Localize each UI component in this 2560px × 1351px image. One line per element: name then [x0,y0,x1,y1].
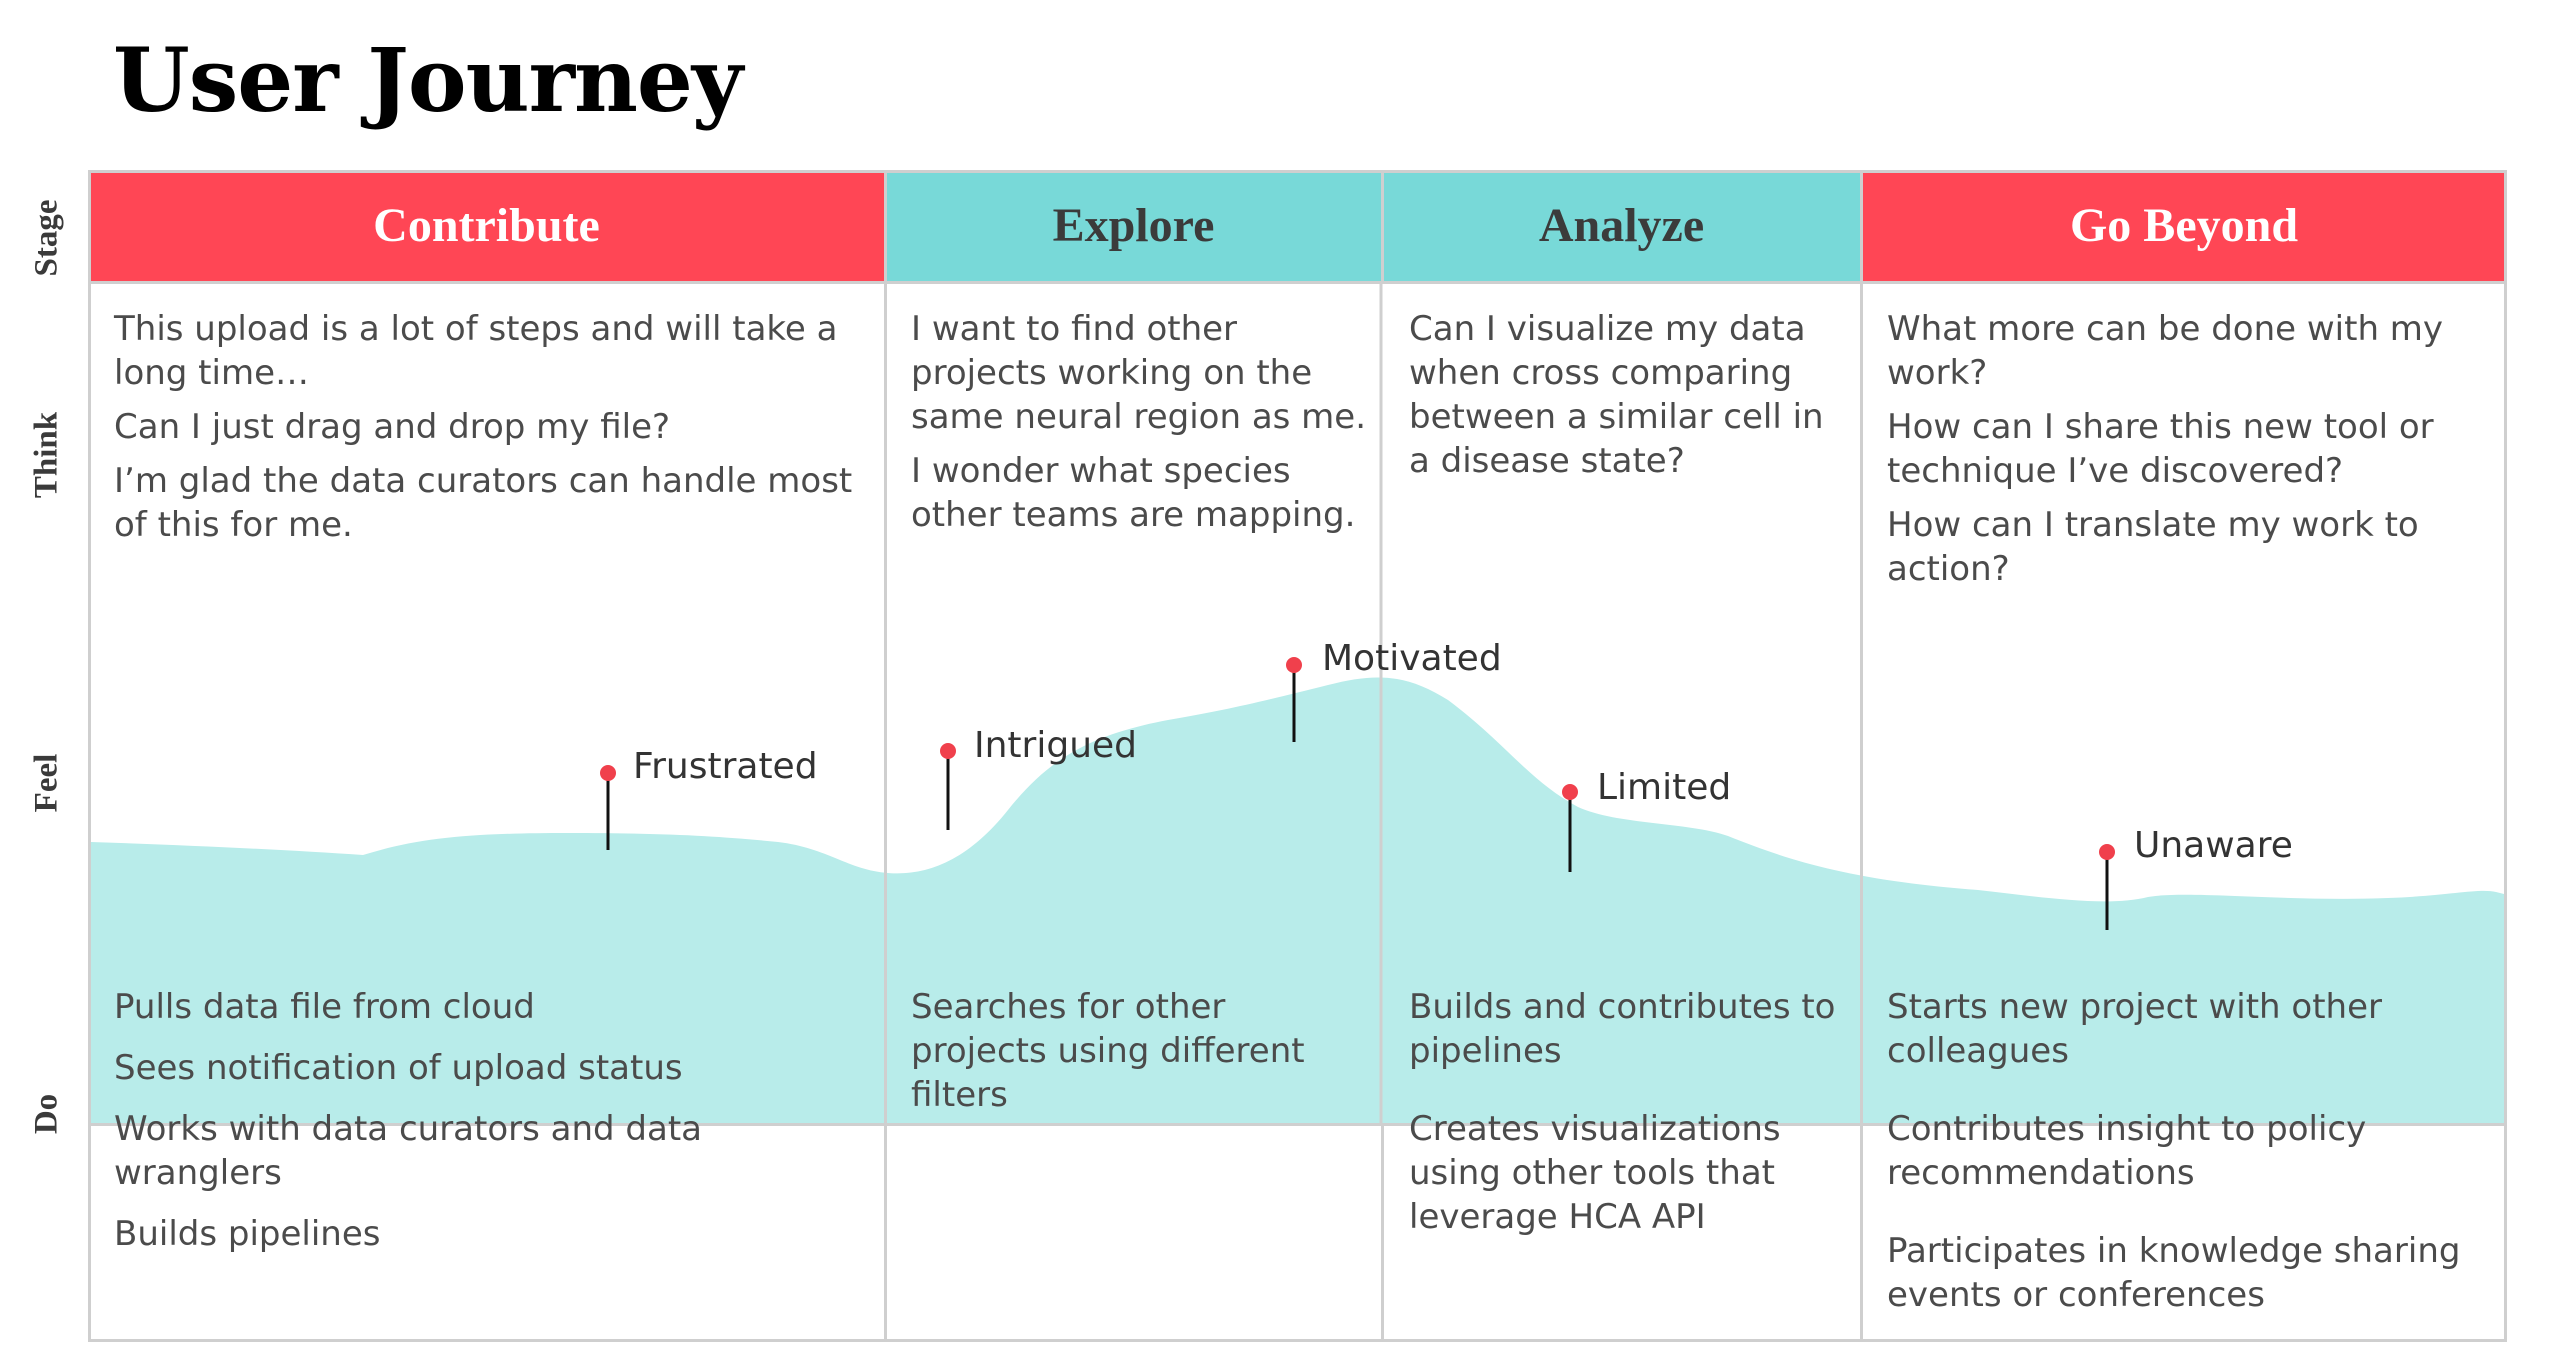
journey-board: Contribute Explore Analyze Go Beyond Fru… [88,170,2507,1342]
marker-intrigued [940,743,956,830]
feel-label-frustrated: Frustrated [633,746,818,787]
feel-label-unaware: Unaware [2134,825,2293,866]
feel-area [91,677,2504,1123]
do-contribute: Pulls data file from cloud Sees notifica… [114,987,702,1254]
stage-go-beyond: Go Beyond [1861,170,2507,281]
column-divider-3 [1860,170,1863,1342]
do-go-beyond: Starts new project with other colleagues… [1887,987,2461,1315]
marker-motivated [1286,657,1302,742]
stage-analyze: Analyze [1382,170,1861,281]
column-divider-1 [884,170,887,1342]
do-explore: Searches for other projects using differ… [911,987,1305,1115]
feel-label-limited: Limited [1597,767,1732,808]
marker-limited [1562,784,1578,872]
stage-contribute: Contribute [88,170,885,281]
column-divider-2-head [1381,170,1384,281]
feel-label-intrigued: Intrigued [974,725,1138,766]
feel-curve [91,281,2504,1123]
feel-label-motivated: Motivated [1322,638,1502,679]
do-analyze: Builds and contributes to pipelines Crea… [1409,987,1836,1237]
think-analyze: Can I visualize my data when cross compa… [1409,309,1824,481]
page-title: User Journey [113,28,743,132]
divider-stage [88,281,2507,284]
marker-unaware [2099,844,2115,930]
column-divider-2-do [1381,1123,1384,1342]
divider-do [88,1123,2507,1126]
stage-explore: Explore [885,170,1382,281]
marker-frustrated [600,765,616,850]
think-contribute: This upload is a lot of steps and will t… [114,309,853,545]
think-go-beyond: What more can be done with my work? How … [1887,309,2444,589]
think-explore: I want to find other projects working on… [911,309,1367,535]
